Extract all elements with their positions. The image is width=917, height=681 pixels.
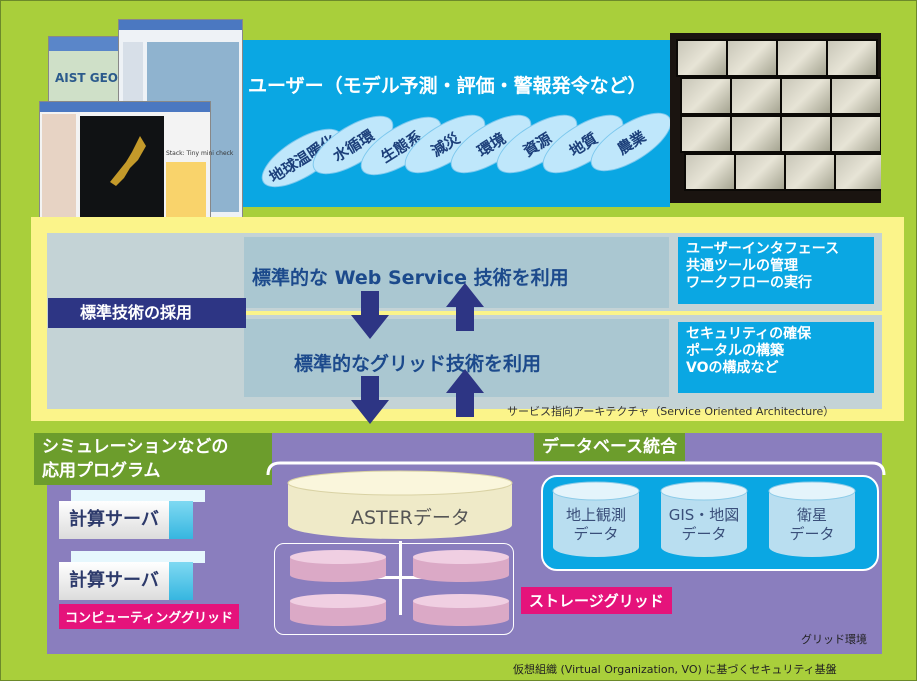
storage-grid-label: ストレージグリッド [521,587,672,614]
db-label-line: 地上観測 [565,506,626,524]
satellite-db-label: 衛星 データ [779,506,845,544]
domain-label: 農業 [613,126,649,159]
grid-tech-heading: 標準的なグリッド技術を利用 [294,353,542,375]
feature-line: VOの構成など [686,360,779,376]
footer-caption: 仮想組織 (Virtual Organization, VO) に基づくセキュリ… [513,663,837,676]
storage-grid-group [274,543,514,635]
feature-line: ユーザーインタフェース [686,241,840,257]
standard-tech-label: 標準技術の採用 [48,298,246,328]
feature-line: 共通ツールの管理 [686,258,798,274]
ground-observation-db [552,481,640,557]
server-side-face [169,501,193,539]
compute-server-label: 計算サーバ [69,570,159,591]
grid-environment-caption: グリッド環境 [801,633,867,646]
database-integration-label: データベース統合 [534,433,686,461]
aster-data-cylinder [287,470,513,539]
grid-features-box: セキュリティの確保 ポータルの構築 VOの構成など [678,322,874,393]
server-top-face [71,490,205,502]
storage-disk [413,550,509,582]
down-arrow-icon [351,376,389,424]
storage-disk [290,594,386,626]
ground-observation-db-label: 地上観測 データ [563,506,629,544]
db-label-line: データ [681,525,727,543]
feature-line: セキュリティの確保 [686,326,812,342]
application-label: シミュレーションなどの 応用プログラム [34,433,272,485]
up-arrow-icon [446,283,484,331]
storage-disk [413,594,509,626]
compute-server-label: 計算サーバ [69,509,159,530]
aster-data-label: ASTERデータ [351,507,470,529]
db-label-line: データ [789,525,835,543]
video-wall-photo [670,33,881,203]
db-label-line: 衛星 [796,506,827,524]
screenshot-caption: Stack: Tiny mini check [166,150,234,157]
feature-line: ポータルの構築 [686,343,784,359]
db-label-line: GIS・地図 [668,506,740,524]
down-arrow-icon [351,291,389,339]
gis-map-db-label: GIS・地図 データ [663,506,745,544]
standard-tech-divider [246,311,882,315]
db-label-line: データ [573,525,619,543]
compute-server: 計算サーバ [59,562,169,600]
screenshot-brand: AIST GEO G [55,71,133,85]
user-band-title: ユーザー（モデル予測・評価・警報発令など） [248,75,647,97]
soa-caption: サービス指向アーキテクチャ（Service Oriented Architect… [507,405,835,418]
storage-disk [290,550,386,582]
app-screenshot-front: Stack: Tiny mini check [39,101,233,233]
gis-map-db [660,481,748,557]
satellite-db [768,481,856,557]
storage-connector [351,576,451,579]
computing-grid-label: コンピューティンググリッド [59,604,239,629]
server-top-face [71,551,205,563]
server-side-face [169,562,193,600]
web-service-heading: 標準的な Web Service 技術を利用 [252,267,569,289]
feature-line: ワークフローの実行 [686,275,812,291]
up-arrow-icon [446,369,484,417]
application-label-line: シミュレーションなどの [42,437,229,457]
application-label-line: 応用プログラム [42,461,161,481]
web-service-features-box: ユーザーインタフェース 共通ツールの管理 ワークフローの実行 [678,237,874,304]
compute-server: 計算サーバ [59,501,169,539]
integration-bracket [266,461,886,476]
